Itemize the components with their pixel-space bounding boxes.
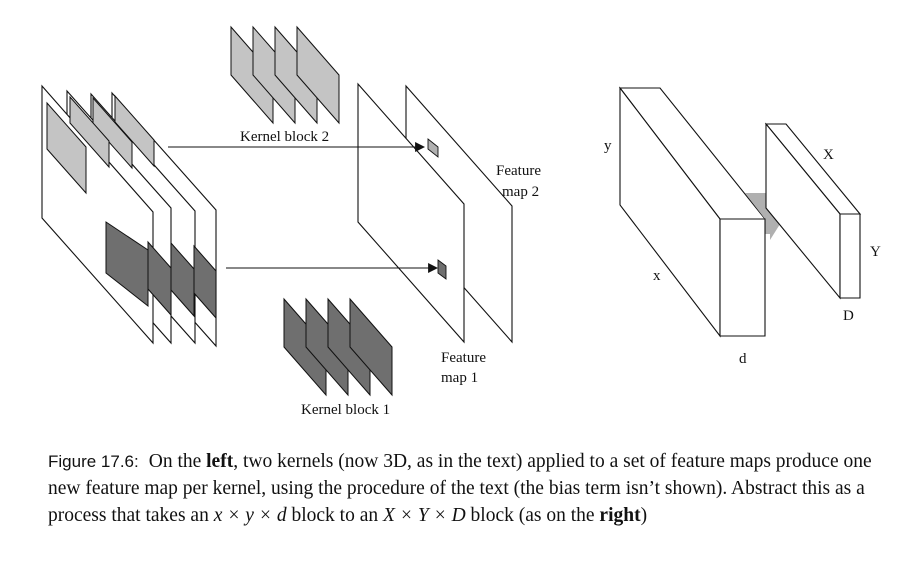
kernel-2-slice-4: [296, 25, 340, 125]
caption-text-1: On the: [148, 451, 207, 472]
caption-text-2: , two kernels (now 3D, as in the text) a…: [48, 451, 872, 526]
dimension-label-x: x: [653, 268, 661, 284]
dimension-label-D: D: [843, 308, 854, 324]
caption-bold-left: left: [206, 451, 234, 472]
kernel-block-1: [283, 297, 393, 397]
feature-map-2-cell: [427, 138, 439, 158]
dark-patch-2: [147, 240, 172, 317]
kernel-1-slice-4: [349, 297, 393, 397]
caption-text-3: block to an: [286, 505, 383, 526]
feature-map-1-label-line1: Feature: [441, 350, 486, 366]
feature-map-1-plane: [357, 82, 465, 344]
figure-diagram: Kernel block 2 Kernel block 1 Feature ma…: [41, 25, 881, 418]
dark-patch-4: [193, 244, 217, 320]
dimension-label-d: d: [739, 351, 747, 367]
caption-text-5: ): [640, 505, 648, 526]
output-block: [764, 122, 862, 300]
feature-map-1-label-line2: map 1: [441, 370, 478, 386]
caption-text-4: block (as on the: [465, 505, 600, 526]
kernel-block-2: [230, 25, 340, 125]
dimension-label-Y: Y: [870, 244, 881, 260]
input-feature-map-stack: [41, 84, 217, 348]
input-block-front: [719, 218, 766, 337]
dimension-label-y: y: [604, 138, 612, 154]
output-block-front: [839, 213, 861, 299]
caption-math-input-dims: x × y × d: [213, 505, 287, 526]
caption-math-output-dims: X × Y × D: [383, 505, 466, 526]
figure-caption: Figure 17.6: On the left, two kernels (no…: [48, 448, 888, 529]
light-patch-3: [92, 96, 133, 170]
kernel-block-1-label: Kernel block 1: [301, 402, 390, 418]
figure-number: Figure 17.6:: [48, 452, 139, 471]
feature-map-2-label-line1: Feature: [496, 163, 541, 179]
dark-patch-3: [170, 241, 195, 318]
kernel-block-2-label: Kernel block 2: [240, 129, 329, 145]
feature-map-1-cell: [437, 259, 447, 280]
dark-patch-1: [105, 221, 149, 308]
feature-map-2-label-line2: map 2: [502, 184, 539, 200]
light-patch-2: [69, 95, 110, 169]
caption-bold-right: right: [599, 505, 641, 526]
light-patch-1: [46, 101, 87, 195]
input-block: [618, 86, 787, 338]
dimension-label-X: X: [823, 147, 834, 163]
light-patch-4: [114, 94, 155, 168]
